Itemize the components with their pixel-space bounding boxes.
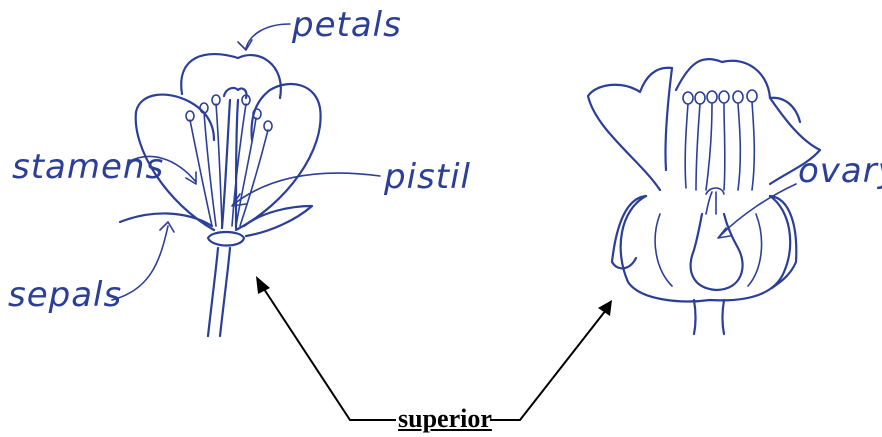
left-flower-stem xyxy=(208,248,230,336)
left-flower-petal-back xyxy=(181,54,281,98)
right-flower-sepal-left xyxy=(612,196,646,268)
label-ovary: ovary xyxy=(798,154,882,188)
right-flower-cup xyxy=(621,196,791,301)
label-pistil: pistil xyxy=(384,160,471,194)
petals-pointer xyxy=(238,24,290,50)
right-flower-cup-inner xyxy=(655,214,761,286)
left-flower-receptacle xyxy=(208,232,244,246)
right-flower-style xyxy=(706,188,724,214)
label-stamens: stamens xyxy=(12,150,164,184)
superior-arrows xyxy=(256,276,612,420)
right-flower-stamens xyxy=(683,90,757,190)
right-flower xyxy=(588,59,820,334)
right-flower-ovary xyxy=(691,214,743,290)
label-petals: petals xyxy=(292,8,402,42)
label-superior: superior xyxy=(398,406,492,432)
right-flower-petal-left xyxy=(588,68,672,190)
label-sepals: sepals xyxy=(8,278,122,312)
right-flower-stem xyxy=(694,300,724,334)
